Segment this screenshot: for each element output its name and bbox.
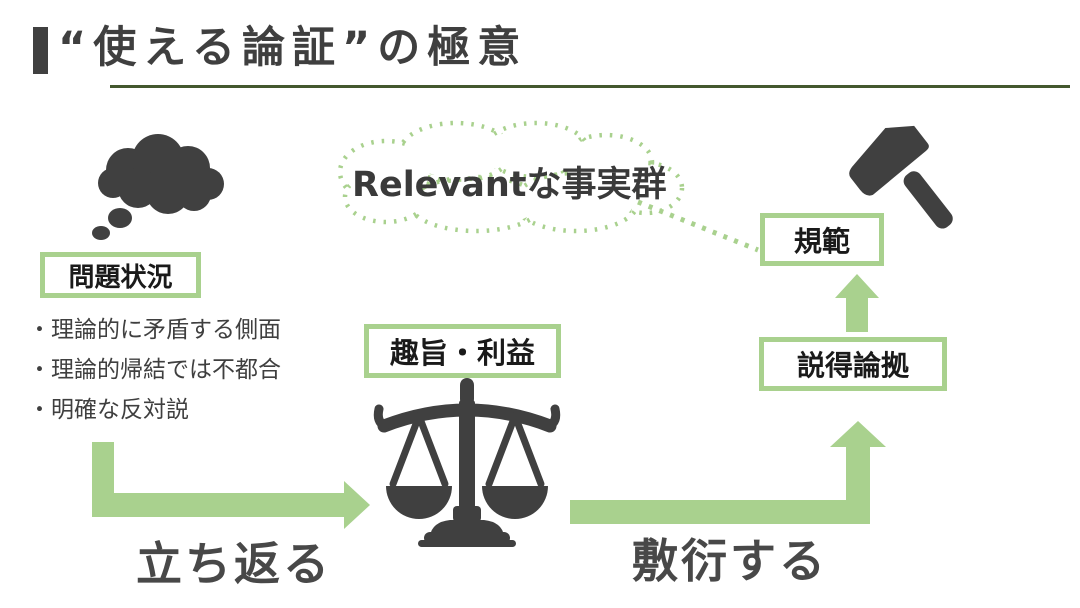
- norm-label: 規範: [793, 224, 850, 258]
- norm-box: 規範: [760, 213, 884, 266]
- balance-scale-icon: [372, 376, 562, 548]
- problem-point: ・理論的帰結では不都合: [28, 357, 281, 383]
- thought-bubble-icon: [80, 128, 238, 242]
- dotted-cloud-outline: [324, 110, 688, 244]
- dotted-connector-line: [618, 188, 770, 260]
- purpose-interest-label: 趣旨・利益: [389, 336, 535, 370]
- elaborate-arrow-horizontal: [570, 500, 870, 524]
- elaborate-arrow-vertical: [846, 445, 870, 524]
- problem-point: ・明確な反対説: [28, 397, 189, 423]
- gavel-hammer-icon: [838, 110, 980, 244]
- page-title: “使える論証”の極意: [58, 23, 528, 73]
- return-arrow-head: [344, 481, 370, 529]
- problem-situation-box: 問題状況: [40, 252, 201, 298]
- title-underline: [110, 85, 1070, 88]
- persuasion-grounds-label: 説得論拠: [796, 349, 909, 382]
- elaborate-arrow-label: 敷衍する: [632, 534, 828, 588]
- return-arrow-label: 立ち返る: [136, 537, 332, 591]
- return-arrow-horizontal: [92, 493, 344, 517]
- up-arrow-head: [835, 274, 879, 298]
- up-arrow-stem: [846, 296, 868, 332]
- persuasion-grounds-box: 説得論拠: [759, 337, 947, 391]
- title-accent-bar: [33, 27, 48, 74]
- elaborate-arrow-head: [830, 421, 886, 447]
- problem-point: ・理論的に矛盾する側面: [28, 317, 281, 343]
- relevant-facts-label: Relevantな事実群: [352, 165, 667, 205]
- purpose-interest-box: 趣旨・利益: [364, 324, 561, 378]
- problem-points-list: ・理論的に矛盾する側面 ・理論的帰結では不都合 ・明確な反対説: [28, 310, 281, 430]
- problem-situation-label: 問題状況: [68, 262, 173, 293]
